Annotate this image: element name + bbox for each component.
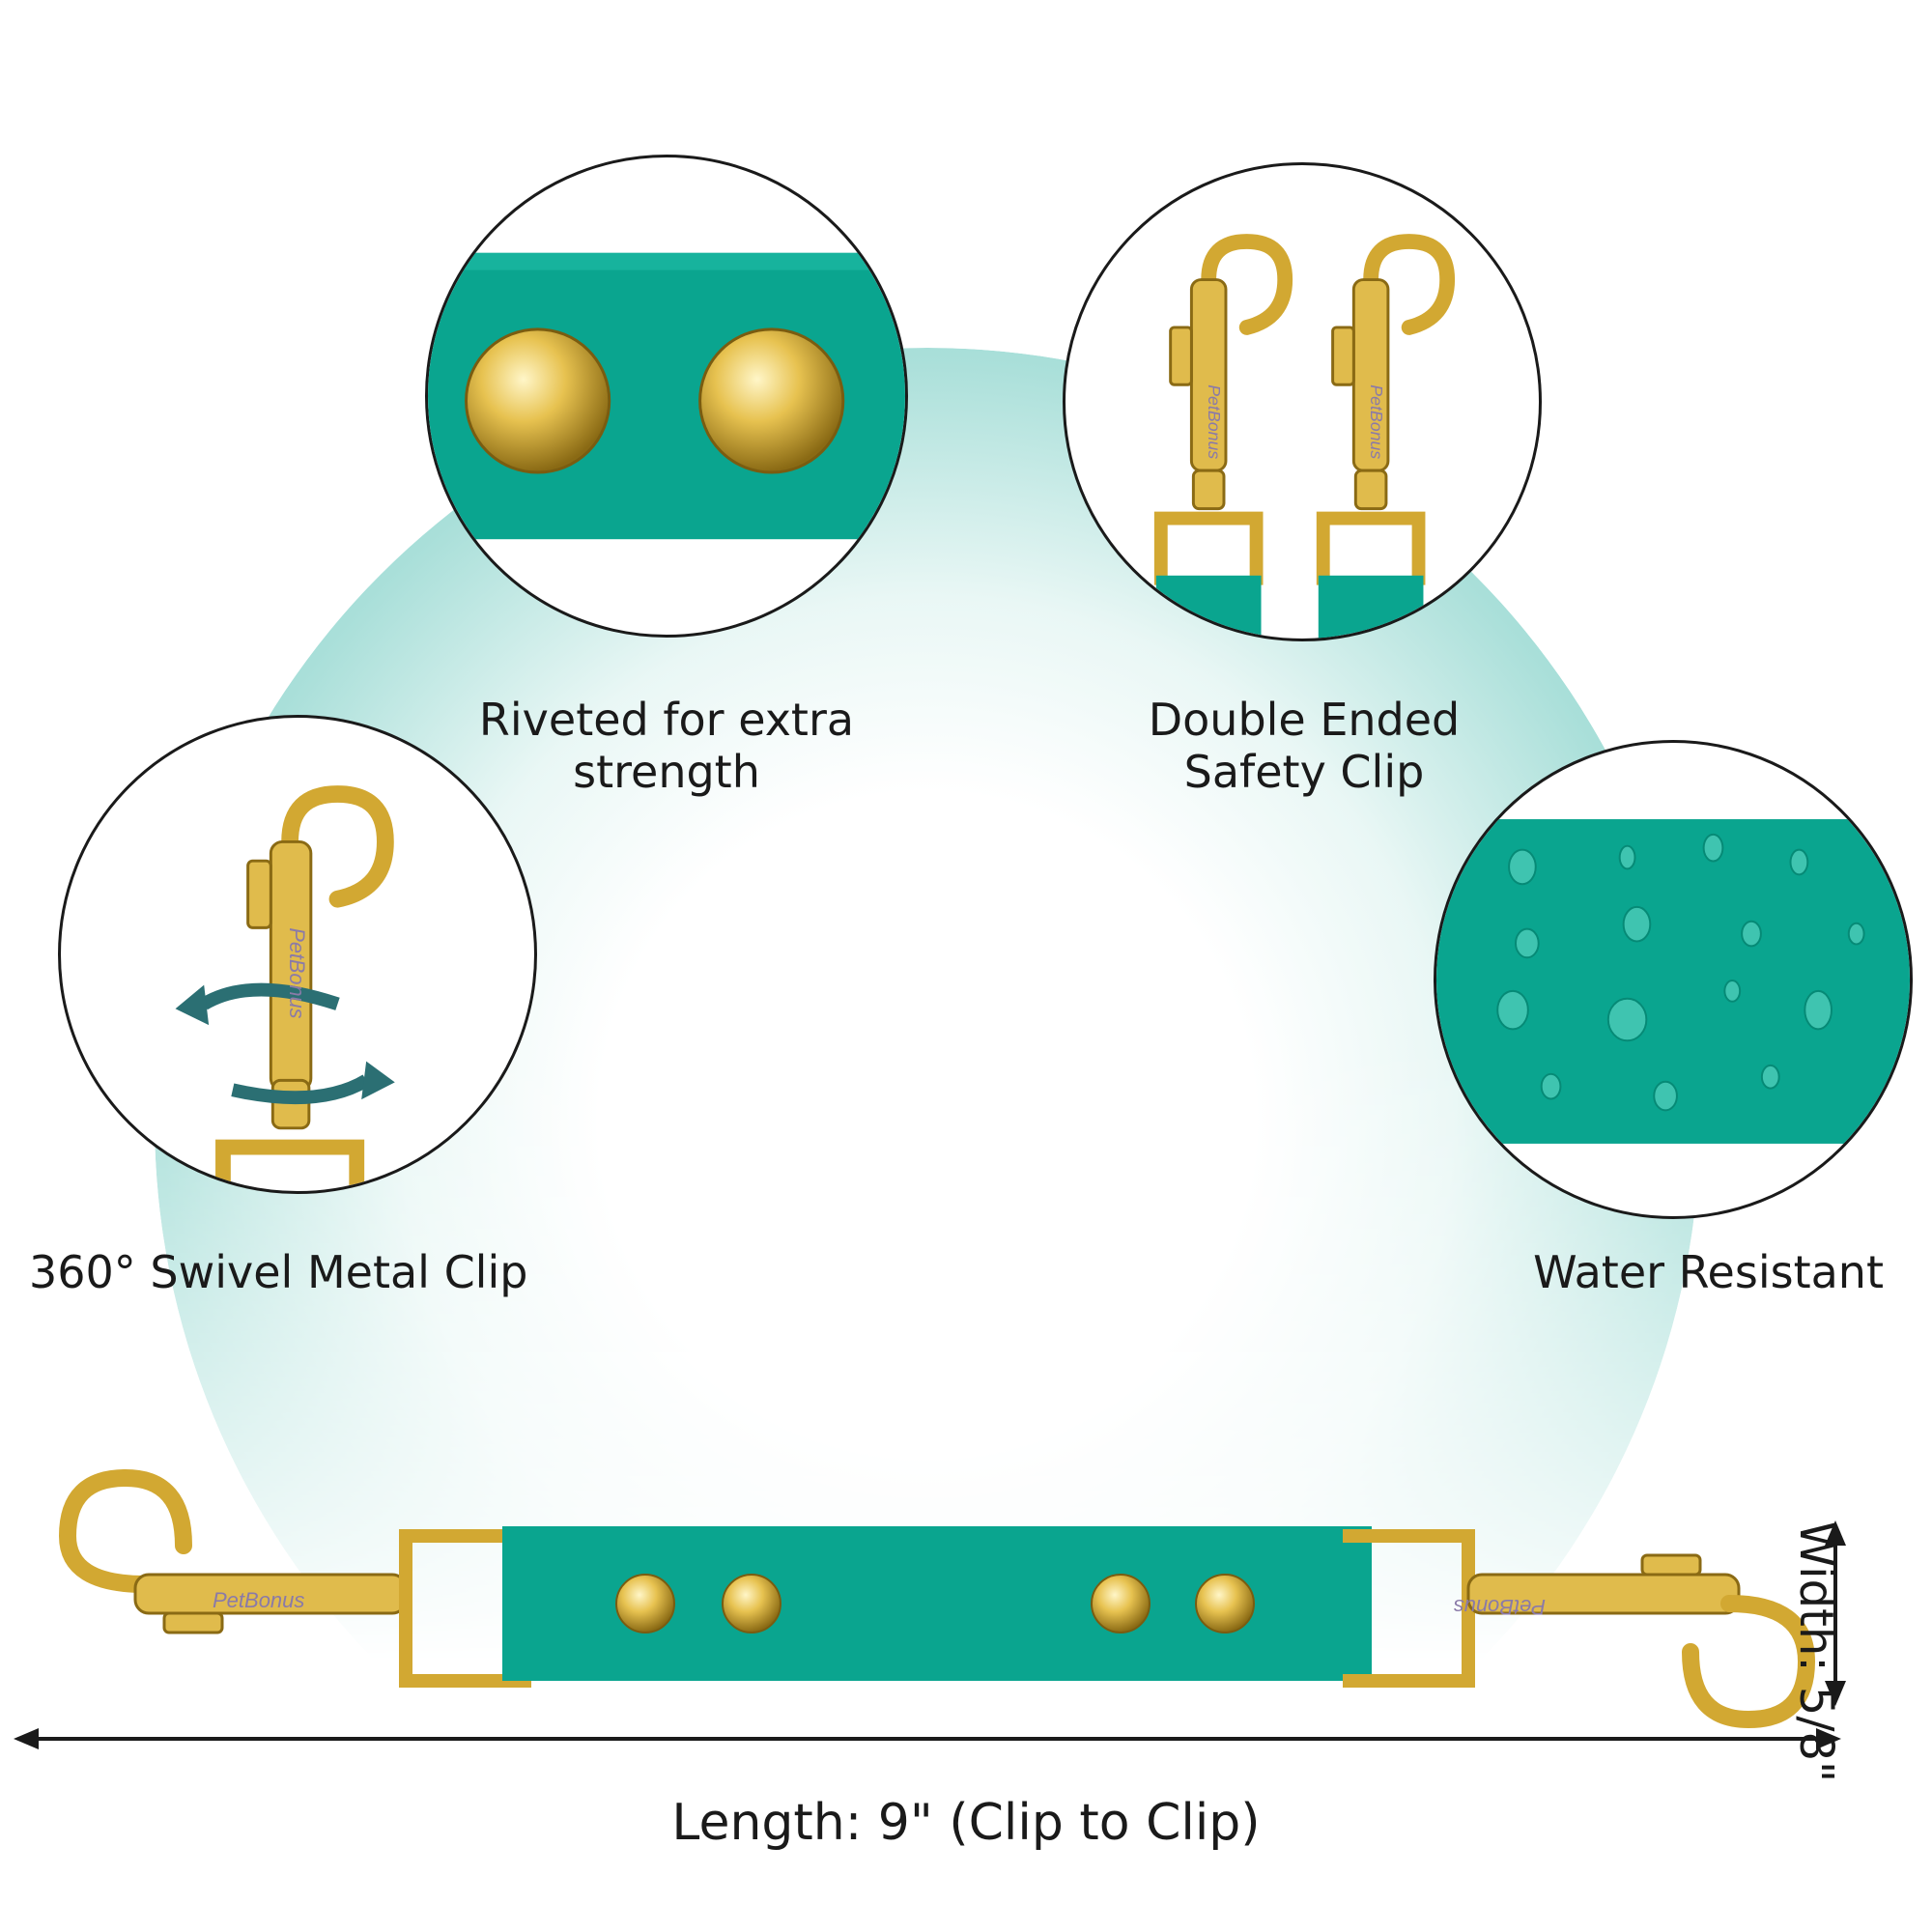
swivel-caption: 360° Swivel Metal Clip (29, 1246, 528, 1298)
width-arrow (1825, 1520, 1846, 1706)
water-closeup-circle (1434, 740, 1913, 1219)
riveted-closeup-image (428, 252, 905, 540)
rivet (1195, 1574, 1255, 1634)
double-clip-closeup-image: PetBonus PetBonus (1153, 234, 1456, 639)
brand-mark-main-right: PetBonus (1454, 1595, 1546, 1619)
rivet (615, 1574, 675, 1634)
length-label: Length: 9" (Clip to Clip) (671, 1794, 1261, 1852)
brand-mark-right: PetBonus (1367, 384, 1386, 459)
brand-mark-main-left: PetBonus (213, 1588, 304, 1612)
double-clip-closeup-circle: PetBonus PetBonus (1063, 162, 1542, 641)
double-clip-caption-line2: Safety Clip (1183, 746, 1425, 798)
left-snap-clip: PetBonus (58, 1468, 531, 1688)
rivet (1091, 1574, 1151, 1634)
swivel-closeup-image: PetBonus (175, 785, 395, 1191)
right-snap-clip: PetBonus (1343, 1529, 1816, 1729)
length-arrow (14, 1728, 1841, 1749)
brand-mark-left: PetBonus (1205, 384, 1224, 459)
riveted-caption-line1: Riveted for extra (478, 694, 855, 746)
double-clip-caption: Double Ended Safety Clip (1111, 694, 1497, 798)
water-closeup-image (1436, 819, 1910, 1144)
width-label: Width: 5/8" (1789, 1520, 1843, 1783)
swivel-closeup-circle: PetBonus (58, 715, 537, 1194)
main-product-image: PetBonus PetBonus (58, 1468, 1816, 1729)
riveted-closeup-circle (425, 155, 908, 638)
riveted-caption: Riveted for extra strength (473, 694, 860, 798)
double-clip-caption-line1: Double Ended (1148, 694, 1461, 746)
water-caption: Water Resistant (1533, 1246, 1884, 1298)
riveted-caption-line2: strength (573, 746, 760, 798)
rivet (722, 1574, 781, 1634)
brand-mark-swivel: PetBonus (285, 927, 309, 1018)
